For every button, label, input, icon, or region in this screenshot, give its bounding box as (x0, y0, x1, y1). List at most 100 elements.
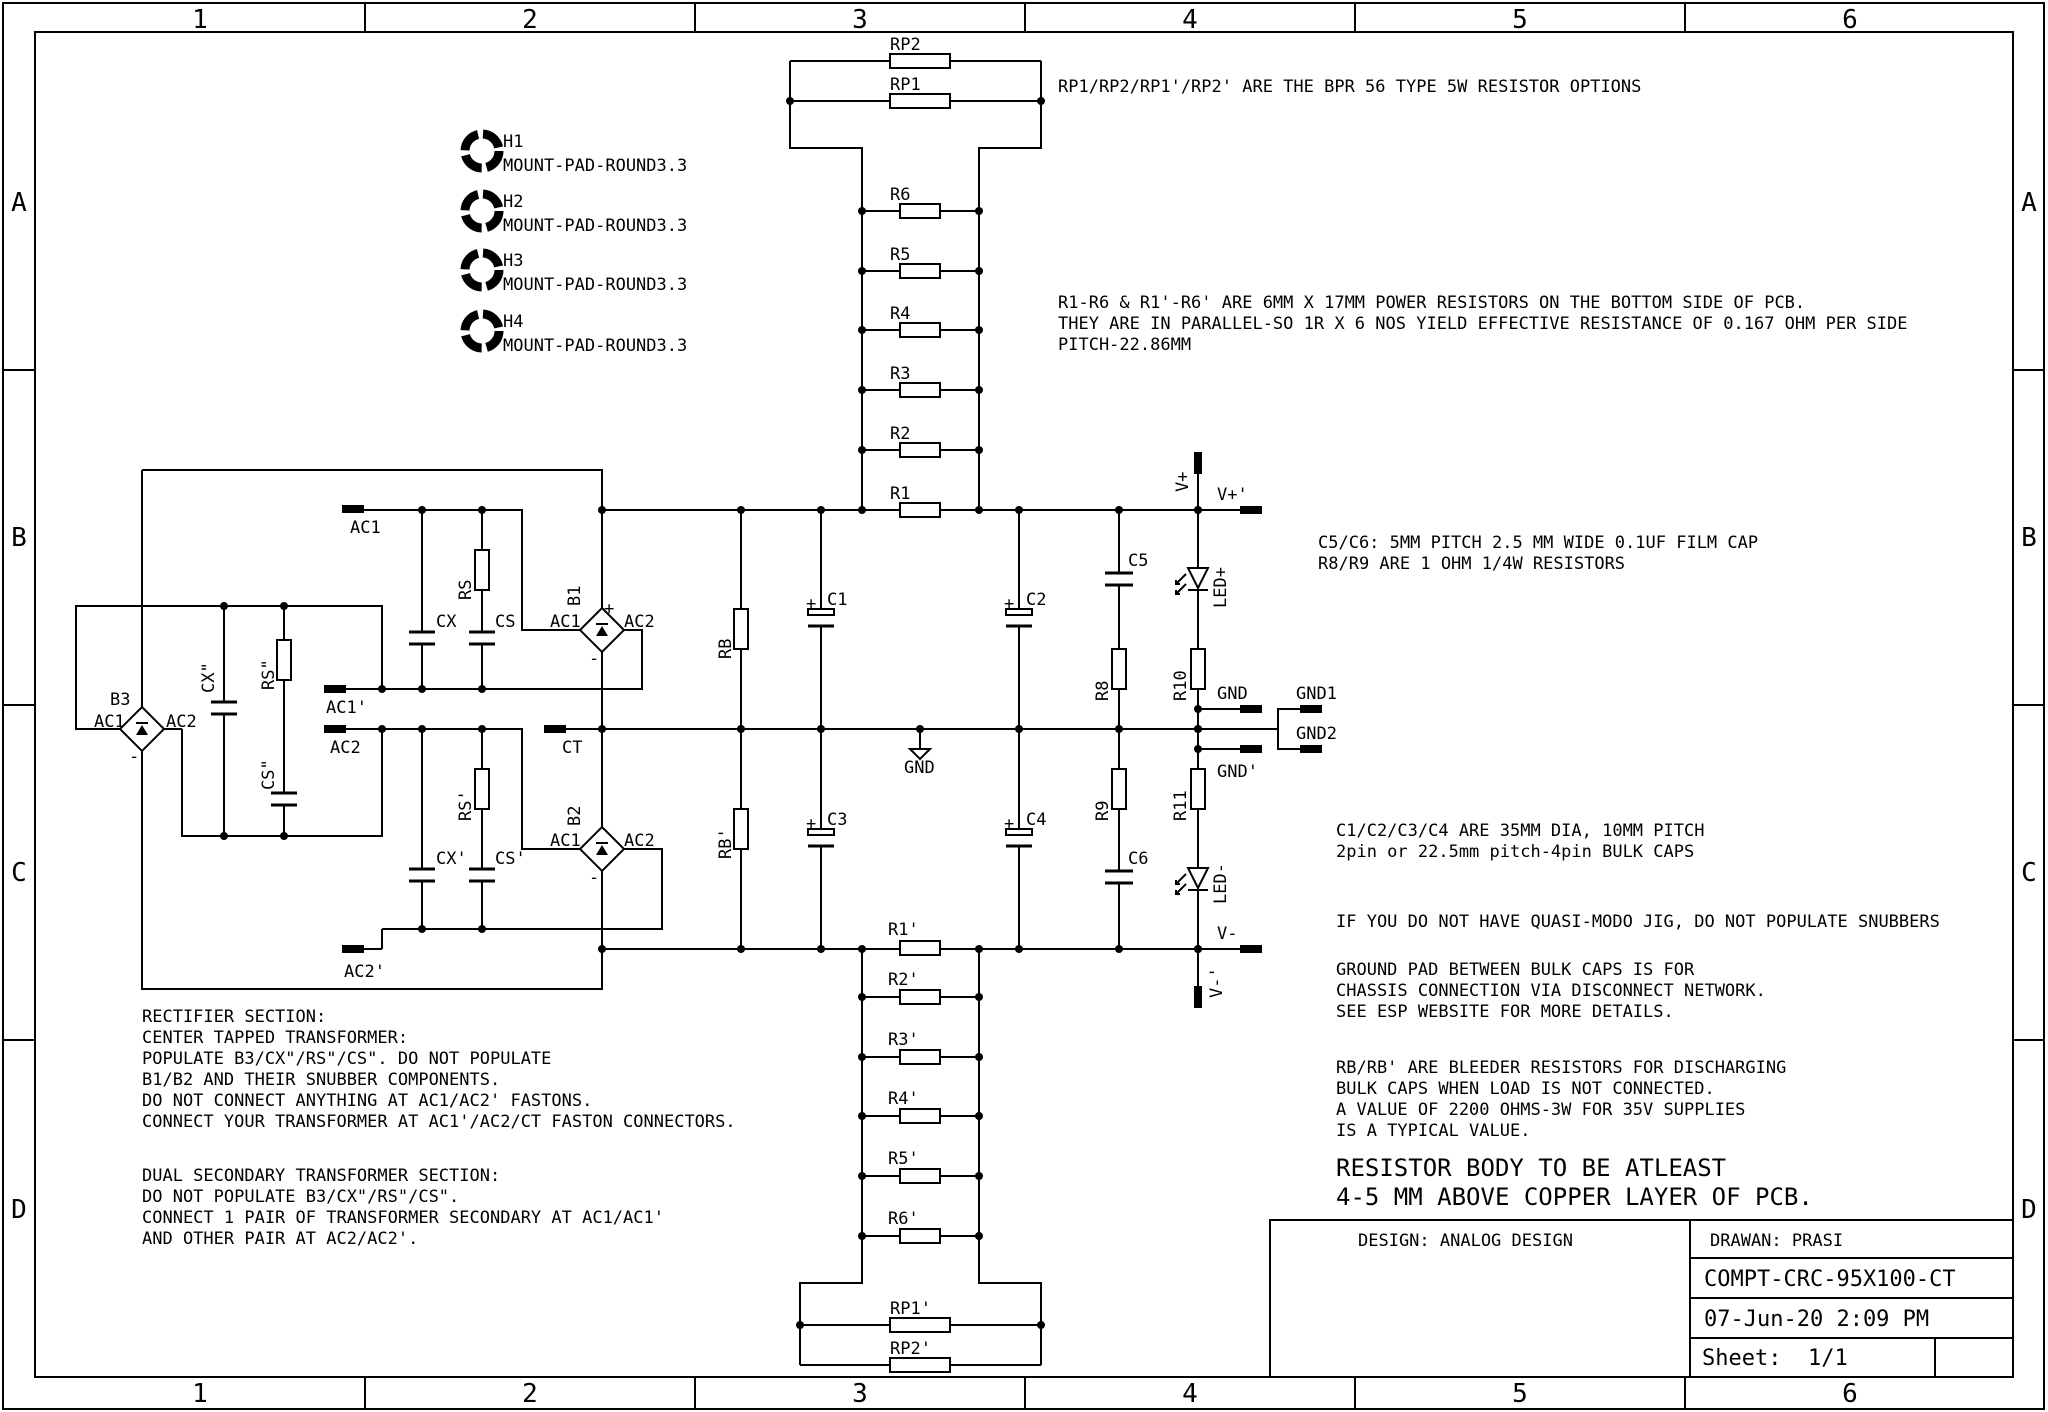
resistor-r2-prime (899, 989, 941, 1005)
resistor-r5-prime (899, 1168, 941, 1184)
label-c6: C6 (1128, 849, 1148, 869)
top-resistor-ladder: RP2 RP1 R6 R5 R4 R3 (786, 35, 1045, 518)
label-r8: R8 (1093, 681, 1113, 701)
pad-gnd-prime (1240, 745, 1262, 753)
title-drawn: DRAWAN: PRASI (1710, 1231, 1843, 1251)
resistor-rp2-prime (889, 1357, 951, 1373)
ground-symbol: GND (904, 729, 935, 778)
rung-r2: R2 (858, 424, 983, 458)
row-letter: B (2021, 523, 2037, 553)
label-c1: C1 (827, 590, 847, 610)
label-gnd2: GND2 (1296, 724, 1337, 744)
mount-pad-ref: H1 (503, 132, 523, 152)
column-number: 4 (1182, 1379, 1198, 1409)
mount-pad-h4: H4 MOUNT-PAD-ROUND3.3 (460, 309, 687, 356)
mount-pad-value: MOUNT-PAD-ROUND3.3 (503, 216, 687, 236)
column-number: 2 (522, 5, 538, 35)
led-minus: LED- (1175, 863, 1231, 904)
title-block: DESIGN: ANALOG DESIGN DRAWAN: PRASI COMP… (1269, 1219, 2014, 1378)
label-r4-prime: R4' (888, 1089, 919, 1109)
label-ac1: AC1 (350, 518, 381, 538)
pad-v-plus-prime (1240, 506, 1262, 514)
resistor-r3-prime (899, 1049, 941, 1065)
label-ac1-prime: AC1' (326, 698, 367, 718)
note-film-cap-line: C5/C6: 5MM PITCH 2.5 MM WIDE 0.1UF FILM … (1318, 533, 1758, 553)
label-cx-prime: CX' (436, 849, 467, 869)
frame-column-numbers: 1 2 3 4 5 6 1 2 3 4 5 6 (192, 5, 1858, 1409)
bridge-rectifier-b2: B2 AC1 AC2 - (550, 729, 655, 949)
rung-r4-prime: R4' (858, 1089, 983, 1124)
polarity-plus: + (1004, 594, 1014, 614)
capacitor-c2: + C2 (1004, 590, 1046, 628)
label-r6-prime: R6' (888, 1209, 919, 1229)
resistor-r6-prime (899, 1228, 941, 1244)
title-sheet-value: 1/1 (1808, 1346, 1848, 1371)
pad-v-plus (1194, 452, 1202, 474)
label-cs-prime: CS' (495, 849, 526, 869)
column-number: 6 (1842, 1379, 1858, 1409)
label-r1: R1 (890, 484, 910, 504)
note-power-resistors-line: THEY ARE IN PARALLEL-SO 1R X 6 NOS YIELD… (1058, 314, 1908, 334)
mount-pad-h1: H1 MOUNT-PAD-ROUND3.3 (460, 129, 687, 176)
row-letter: C (2021, 858, 2037, 888)
bridge-rectifier-b3: B3 AC1 AC2 - (76, 690, 197, 767)
output-snubber: C5 C6 R8 R9 (1093, 510, 1148, 949)
column-number: 3 (852, 5, 868, 35)
label-cs-dbl-prime: CS" (259, 759, 279, 790)
resistor-r4 (899, 322, 941, 338)
polarity-plus: + (806, 594, 816, 614)
label-r11: R11 (1171, 790, 1191, 821)
mount-pad-ref: H4 (503, 312, 523, 332)
title-drawing-name: COMPT-CRC-95X100-CT (1704, 1267, 1956, 1292)
note-resistor-body-line: RESISTOR BODY TO BE ATLEAST (1336, 1154, 1726, 1182)
b3-pin-ac1: AC1 (94, 712, 125, 732)
note-ground-pad-line: GROUND PAD BETWEEN BULK CAPS IS FOR (1336, 960, 1695, 980)
note-ground-pad-line: CHASSIS CONNECTION VIA DISCONNECT NETWOR… (1336, 981, 1766, 1001)
label-v-plus-prime: V+' (1217, 485, 1248, 505)
resistor-r5 (899, 263, 941, 279)
label-rs-dbl-prime: RS" (259, 659, 279, 690)
label-rb-prime: RB' (716, 828, 736, 859)
label-rp2-prime: RP2' (890, 1339, 931, 1359)
capacitor-c4: + C4 (1004, 810, 1046, 848)
mount-pad-value: MOUNT-PAD-ROUND3.3 (503, 275, 687, 295)
resistor-r1 (899, 502, 941, 518)
rung-r5-prime: R5' (858, 1149, 983, 1184)
b2-pin-minus: - (589, 868, 599, 888)
notes: RP1/RP2/RP1'/RP2' ARE THE BPR 56 TYPE 5W… (142, 77, 1940, 1249)
resistor-r10 (1190, 648, 1206, 690)
pad-ac1-prime (324, 685, 346, 693)
b1-pin-plus: + (604, 599, 614, 619)
label-rp1: RP1 (890, 75, 921, 95)
label-gnd-pad: GND (1217, 684, 1248, 704)
rung-r1: R1 (890, 484, 941, 518)
row-letter: D (11, 1195, 27, 1225)
rung-r3: R3 (858, 364, 983, 398)
note-rp-options: RP1/RP2/RP1'/RP2' ARE THE BPR 56 TYPE 5W… (1058, 77, 1641, 97)
resistor-r11 (1190, 768, 1206, 810)
rung-r6: R6 (858, 185, 983, 219)
resistor-r4-prime (899, 1108, 941, 1124)
note-rectifier-line: POPULATE B3/CX"/RS"/CS". DO NOT POPULATE (142, 1049, 551, 1069)
b3-pin-minus: - (129, 747, 139, 767)
resistor-r8 (1111, 648, 1127, 690)
output-connectors: V+ V+' GND GND' GND1 GND2 V- V-' (1173, 452, 1337, 1008)
label-gnd1: GND1 (1296, 684, 1337, 704)
note-rectifier-line: DO NOT CONNECT ANYTHING AT AC1/AC2' FAST… (142, 1091, 592, 1111)
b2-pin-ac2: AC2 (624, 831, 655, 851)
pad-ac2-prime (342, 945, 364, 953)
resistor-rp2 (889, 53, 951, 69)
label-r5-prime: R5' (888, 1149, 919, 1169)
column-number: 5 (1512, 5, 1528, 35)
label-gnd: GND (904, 758, 935, 778)
rung-r4: R4 (858, 304, 983, 338)
led-plus: LED+ (1175, 567, 1231, 608)
bleeder-resistors: RB RB' (716, 510, 749, 949)
note-ground-pad-line: SEE ESP WEBSITE FOR MORE DETAILS. (1336, 1002, 1674, 1022)
row-letter: A (11, 188, 27, 218)
led-branch: LED+ R10 R11 LED- (1171, 460, 1231, 990)
label-r6: R6 (890, 185, 910, 205)
pad-ac1 (342, 505, 364, 513)
pad-gnd (1240, 705, 1262, 713)
